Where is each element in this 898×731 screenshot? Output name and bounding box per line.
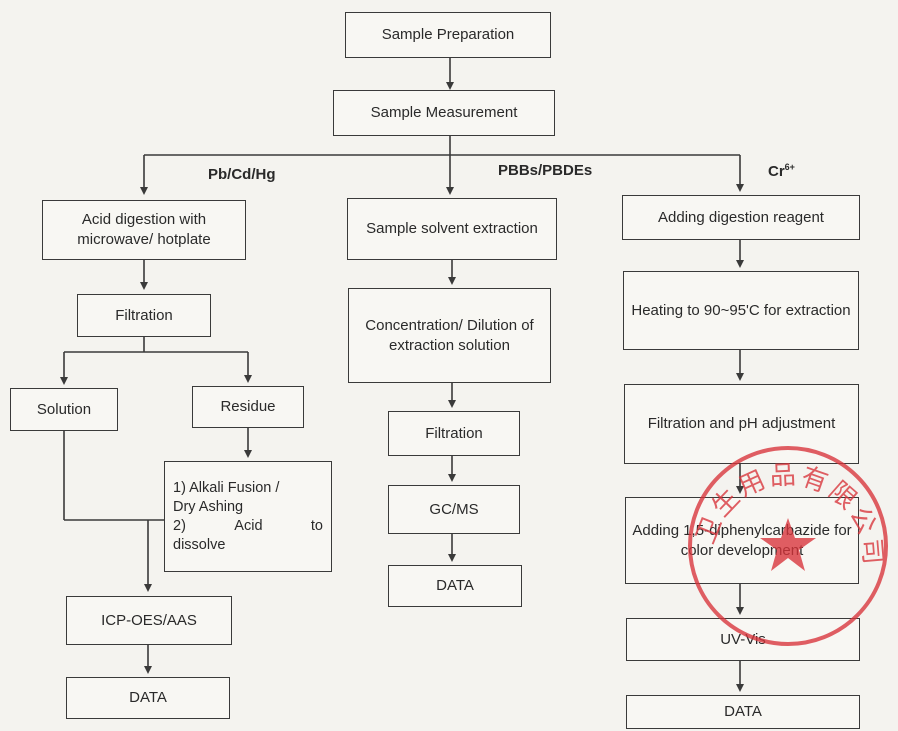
alkali-line-3a: 2) xyxy=(173,517,186,534)
residue-box: Residue xyxy=(192,386,304,428)
sample-measurement-box: Sample Measurement xyxy=(333,90,555,136)
sample-preparation-box: Sample Preparation xyxy=(345,12,551,58)
pbb-filtration-box: Filtration xyxy=(388,411,520,456)
uvvis-box: UV-Vis xyxy=(626,618,860,661)
solution-box: Solution xyxy=(10,388,118,431)
solvent-extraction-box: Sample solvent extraction xyxy=(347,198,557,260)
alkali-line-3b: Acid xyxy=(234,517,263,534)
metals-data-box: DATA xyxy=(66,677,230,719)
cr-branch-label: Cr6+ xyxy=(768,162,795,180)
alkali-line-4: dissolve xyxy=(173,536,226,553)
pbb-branch-label: PBBs/PBDEs xyxy=(498,162,593,179)
pbb-data-box: DATA xyxy=(388,565,522,607)
cr-label-base: Cr xyxy=(768,163,785,180)
metals-filtration-box: Filtration xyxy=(77,294,211,337)
acid-digestion-box: Acid digestion with microwave/ hotplate xyxy=(42,200,246,260)
alkali-line-1: 1) Alkali Fusion / xyxy=(173,479,280,496)
digestion-reagent-box: Adding digestion reagent xyxy=(622,195,860,240)
metals-branch-label: Pb/Cd/Hg xyxy=(208,166,276,183)
heating-box: Heating to 90~95'C for extraction xyxy=(623,271,859,350)
concentration-box: Concentration/ Dilution of extraction so… xyxy=(348,288,551,383)
filtration-ph-box: Filtration and pH adjustment xyxy=(624,384,859,464)
alkali-line-3c: to xyxy=(310,517,323,534)
alkali-fusion-box: 1) Alkali Fusion / Dry Ashing 2) Acid to… xyxy=(164,461,332,572)
alkali-line-2: Dry Ashing xyxy=(173,498,244,515)
gcms-box: GC/MS xyxy=(388,485,520,534)
icp-box: ICP-OES/AAS xyxy=(66,596,232,645)
cr-data-box: DATA xyxy=(626,695,860,729)
diphenylcarbazide-box: Adding 1,5-diphenylcarbazide for color d… xyxy=(625,497,859,584)
cr-label-sup: 6+ xyxy=(784,162,795,172)
